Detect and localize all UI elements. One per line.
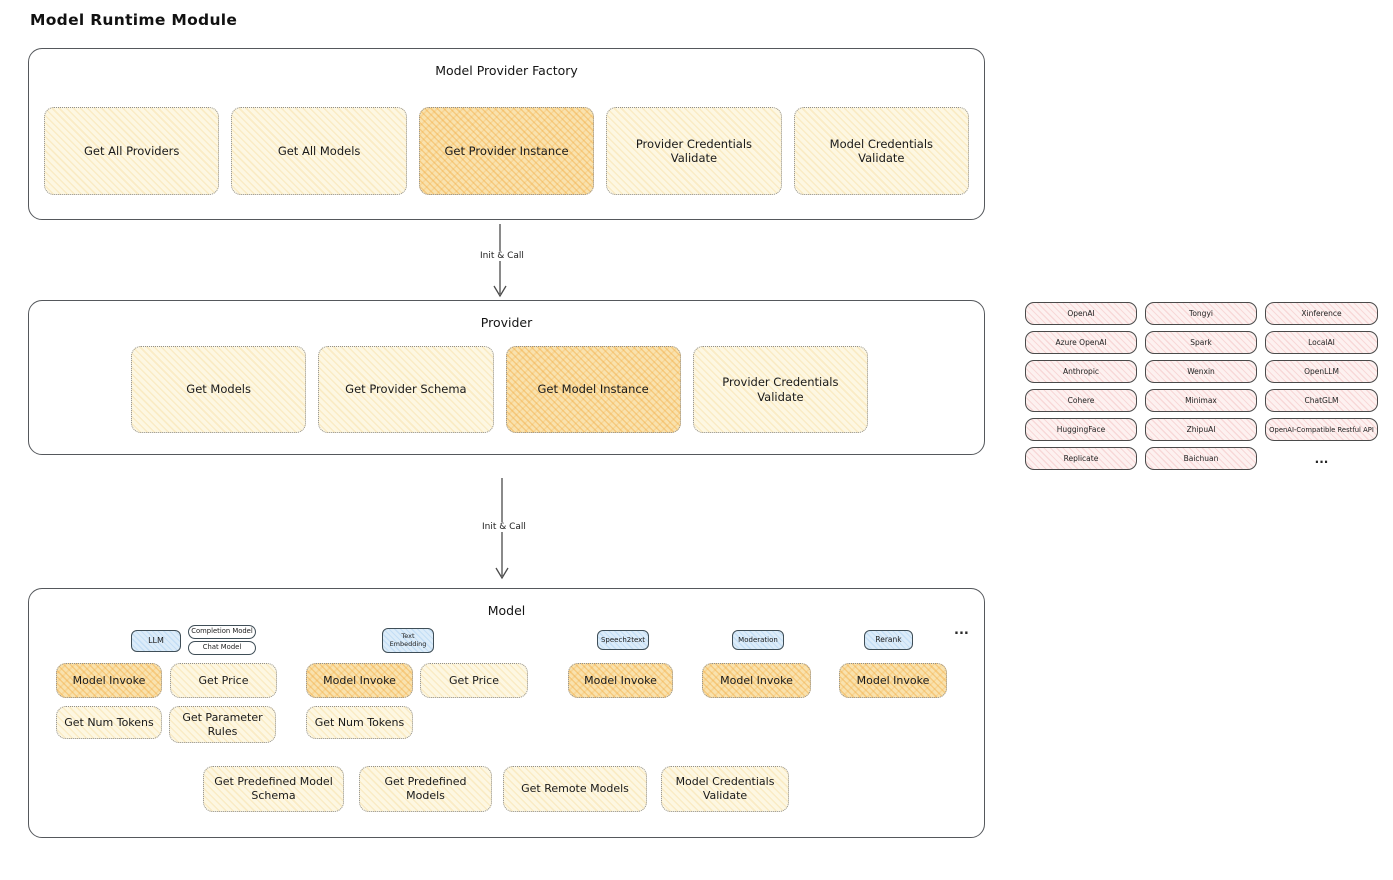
provider-grid-ellipsis: ... xyxy=(1314,451,1329,466)
node-get-all-models: Get All Models xyxy=(231,107,407,195)
provider-item: Baichuan xyxy=(1145,447,1257,470)
provider-item: Anthropic xyxy=(1025,360,1137,383)
provider-item: Minimax xyxy=(1145,389,1257,412)
node-speech2text-model-invoke: Model Invoke xyxy=(568,663,673,698)
node-get-remote-models: Get Remote Models xyxy=(503,766,647,812)
node-get-predefined-model-schema: Get Predefined Model Schema xyxy=(203,766,344,812)
node-embedding-get-price: Get Price xyxy=(420,663,528,698)
provider-name-grid: OpenAI Tongyi Xinference Azure OpenAI Sp… xyxy=(1025,302,1378,470)
provider-item: ZhipuAI xyxy=(1145,418,1257,441)
node-get-model-instance: Get Model Instance xyxy=(505,346,681,433)
node-embedding-get-num-tokens: Get Num Tokens xyxy=(306,706,413,739)
model-provider-factory-container: Model Provider Factory Get All Providers… xyxy=(28,48,985,220)
node-rerank-model-invoke: Model Invoke xyxy=(839,663,947,698)
page-title: Model Runtime Module xyxy=(30,11,238,29)
node-moderation-model-invoke: Model Invoke xyxy=(702,663,811,698)
provider-item: OpenAI xyxy=(1025,302,1137,325)
node-llm-get-num-tokens: Get Num Tokens xyxy=(56,706,162,739)
provider-container: Provider Get Models Get Provider Schema … xyxy=(28,300,985,455)
provider-box-row: Get Models Get Provider Schema Get Model… xyxy=(131,346,868,433)
node-provider-credentials-validate-2: Provider Credentials Validate xyxy=(692,346,868,433)
pill-moderation: Moderation xyxy=(732,630,784,650)
node-get-all-providers: Get All Providers xyxy=(44,107,220,195)
provider-item: Cohere xyxy=(1025,389,1137,412)
factory-title: Model Provider Factory xyxy=(435,63,578,78)
node-model-credentials-validate-2: Model Credentials Validate xyxy=(661,766,789,812)
pill-speech2text: Speech2text xyxy=(597,630,649,650)
provider-item: HuggingFace xyxy=(1025,418,1137,441)
provider-item: Azure OpenAI xyxy=(1025,331,1137,354)
provider-item: Replicate xyxy=(1025,447,1137,470)
node-provider-credentials-validate: Provider Credentials Validate xyxy=(606,107,782,195)
node-get-provider-instance: Get Provider Instance xyxy=(418,107,595,195)
node-llm-get-price: Get Price xyxy=(170,663,277,698)
node-get-predefined-models: Get Predefined Models xyxy=(359,766,492,812)
provider-item: OpenLLM xyxy=(1265,360,1378,383)
provider-title: Provider xyxy=(480,315,533,330)
node-llm-model-invoke: Model Invoke xyxy=(56,663,162,698)
pill-rerank: Rerank xyxy=(864,630,913,650)
node-get-provider-schema: Get Provider Schema xyxy=(318,346,494,433)
more-model-types-ellipsis: ... xyxy=(954,623,969,638)
pill-text-embedding: Text Embedding xyxy=(382,628,434,653)
arrow-down-icon xyxy=(493,224,507,298)
node-get-models: Get Models xyxy=(131,346,307,433)
pill-completion-model: Completion Model xyxy=(188,625,256,639)
provider-item: Xinference xyxy=(1265,302,1378,325)
provider-item: Wenxin xyxy=(1145,360,1257,383)
init-call-label-1: Init & Call xyxy=(477,251,527,261)
node-llm-get-parameter-rules: Get Parameter Rules xyxy=(169,706,276,743)
provider-item: Tongyi xyxy=(1145,302,1257,325)
node-embedding-model-invoke: Model Invoke xyxy=(306,663,413,698)
provider-item: LocalAI xyxy=(1265,331,1378,354)
factory-box-row: Get All Providers Get All Models Get Pro… xyxy=(44,107,970,195)
pill-llm: LLM xyxy=(131,630,181,652)
node-model-credentials-validate: Model Credentials Validate xyxy=(793,107,970,195)
provider-item: ChatGLM xyxy=(1265,389,1378,412)
init-call-label-2: Init & Call xyxy=(479,522,529,532)
model-container: Model LLM Completion Model Chat Model Te… xyxy=(28,588,985,838)
pill-chat-model: Chat Model xyxy=(188,641,256,655)
provider-item: Spark xyxy=(1145,331,1257,354)
provider-item: OpenAI-Compatible Restful API xyxy=(1265,418,1378,441)
model-title: Model xyxy=(487,603,526,618)
